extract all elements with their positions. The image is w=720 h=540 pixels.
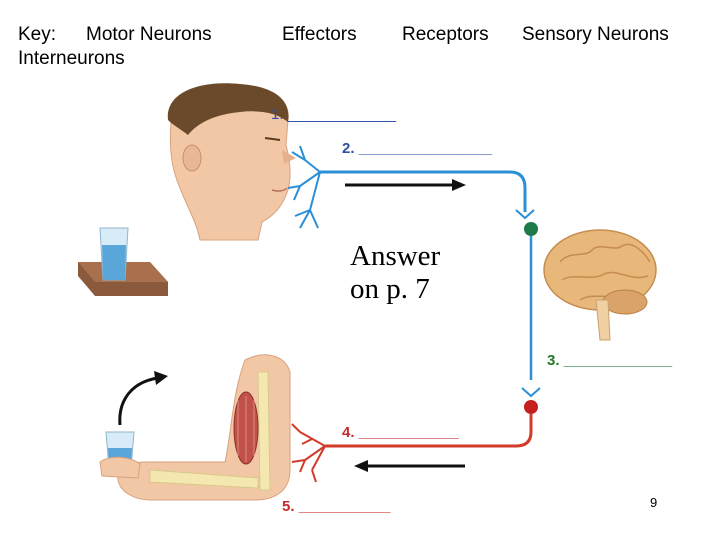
key-term-effectors: Effectors	[282, 24, 357, 45]
sensory-neuron-path	[320, 170, 527, 212]
head-illustration	[167, 83, 296, 241]
arm-motion-arrow	[118, 371, 168, 426]
motor-neuron-path	[325, 414, 533, 448]
blank-1-receptors[interactable]: 1. _____________	[271, 106, 397, 123]
motor-synapse-node	[524, 400, 538, 414]
key-term-sensory-neurons: Sensory Neurons	[522, 24, 669, 45]
answer-line-2: on p. 7	[350, 273, 430, 305]
key-term-interneurons: Interneurons	[18, 48, 125, 69]
blank-2-sensory[interactable]: 2. ________________	[342, 140, 493, 157]
arm-illustration	[117, 354, 291, 501]
brain-illustration	[543, 229, 657, 341]
answer-line-1: Answer	[350, 240, 441, 272]
key-label: Key:	[18, 24, 57, 45]
page-number: 9	[650, 495, 658, 510]
answer-note: Answer on p. 7	[350, 240, 440, 306]
blank-5-effectors[interactable]: 5. ___________	[282, 498, 391, 515]
sensory-synapse-node	[524, 222, 538, 236]
key-term-receptors: Receptors	[402, 24, 489, 45]
glass-on-table-illustration	[78, 227, 168, 296]
motor-direction-arrow	[354, 460, 465, 472]
interneuron-fork	[521, 387, 541, 398]
sensory-synapse-fork	[515, 209, 535, 220]
blank-3-interneurons[interactable]: 3. _____________	[547, 352, 673, 369]
blank-4-motor[interactable]: 4. ____________	[342, 424, 459, 441]
motor-effector-endings	[291, 423, 326, 483]
sensory-direction-arrow	[345, 179, 466, 191]
key-term-motor-neurons: Motor Neurons	[86, 24, 212, 45]
sensory-receptor-endings	[287, 145, 321, 229]
glass-in-hand-illustration	[99, 431, 141, 479]
